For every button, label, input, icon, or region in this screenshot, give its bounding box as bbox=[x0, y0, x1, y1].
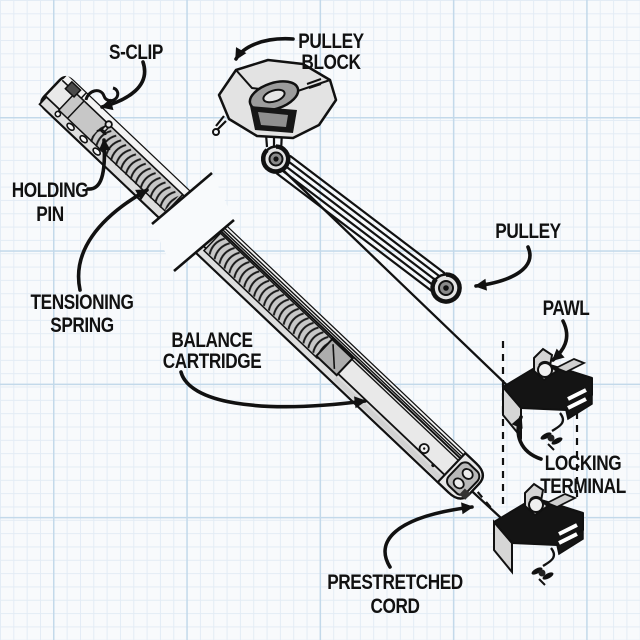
balance-cartridge-label-line1: BALANCE bbox=[171, 330, 253, 353]
tensioning-spring-coils-lower bbox=[206, 234, 333, 356]
rivet-dot bbox=[431, 463, 435, 468]
mounting-holes bbox=[54, 110, 102, 156]
label-locking-terminal: LOCKING TERMINAL bbox=[540, 453, 627, 499]
label-pawl: PAWL bbox=[543, 298, 591, 321]
channel-near-face bbox=[62, 75, 466, 459]
label-tensioning-spring: TENSIONING SPRING bbox=[31, 292, 134, 338]
balance-cartridge-label-line2: CARTRIDGE bbox=[163, 351, 262, 374]
prestretched-cord-label-line1: PRESTRETCHED bbox=[327, 572, 463, 595]
locking-terminal-label-line2: TERMINAL bbox=[540, 476, 626, 499]
break-marks bbox=[151, 172, 235, 272]
label-balance-cartridge: BALANCE CARTRIDGE bbox=[163, 330, 263, 374]
label-s-clip: S-CLIP bbox=[109, 42, 164, 65]
pulley-block-label-line1: PULLEY bbox=[298, 31, 364, 54]
holding-pin-arrow bbox=[86, 138, 111, 191]
locking-terminal-arrow bbox=[511, 415, 543, 461]
locking-terminal-label-line1: LOCKING bbox=[545, 453, 621, 476]
pawl-drawing bbox=[533, 347, 559, 382]
terminal-cord bbox=[282, 169, 514, 392]
terminal-slots bbox=[567, 388, 587, 410]
callout-arrows bbox=[76, 36, 569, 569]
pulley-upper-drawing bbox=[261, 144, 291, 174]
holding-pin-label-line1: HOLDING bbox=[12, 180, 88, 203]
tip-notch bbox=[64, 80, 82, 99]
pulley-lower-drawing bbox=[430, 272, 462, 304]
assembly-dashed-lines bbox=[460, 341, 579, 510]
locking-terminal-lower-drawing bbox=[492, 482, 585, 587]
pulley-block-drawing bbox=[212, 58, 338, 140]
holding-pin-label-line2: PIN bbox=[36, 204, 63, 227]
label-pulley-block: PULLEY BLOCK bbox=[298, 31, 364, 75]
pawl-arrow bbox=[551, 319, 569, 362]
label-pulley: PULLEY bbox=[495, 221, 561, 244]
pawl-label: PAWL bbox=[543, 298, 590, 321]
tensioning-spring-arrow bbox=[76, 188, 149, 292]
wire-clip-loop bbox=[212, 128, 220, 136]
balance-cartridge-arrow bbox=[179, 370, 367, 409]
screw-dot bbox=[422, 447, 426, 450]
holding-pin-drawing bbox=[96, 120, 113, 136]
prestretched-cord-label-line2: CORD bbox=[370, 596, 420, 619]
label-holding-pin: HOLDING PIN bbox=[12, 180, 89, 227]
tensioning-spring-label-line2: SPRING bbox=[50, 315, 114, 338]
knotted-cord-end bbox=[540, 412, 565, 451]
prestretched-cord-arrow bbox=[383, 502, 474, 569]
end-cap bbox=[436, 451, 484, 500]
tensioning-spring-coils-upper bbox=[88, 123, 180, 212]
pulley-arrow bbox=[474, 245, 532, 291]
balance-cartridge-drawing bbox=[38, 75, 484, 500]
spring-fitting bbox=[314, 337, 354, 377]
wire-clip bbox=[215, 115, 227, 131]
locking-terminal-upper-drawing bbox=[502, 347, 593, 451]
tensioning-spring-label-line1: TENSIONING bbox=[31, 292, 134, 315]
cord-loop bbox=[264, 130, 447, 293]
pulley-label: PULLEY bbox=[495, 221, 561, 244]
s-clip-arrow bbox=[100, 60, 147, 111]
extrusion-lines bbox=[221, 227, 465, 463]
label-prestretched-cord: PRESTRETCHED CORD bbox=[327, 572, 464, 619]
s-clip-label: S-CLIP bbox=[109, 42, 164, 65]
pulley-block-arrow bbox=[234, 36, 295, 61]
pulley-block-label-line2: BLOCK bbox=[301, 52, 361, 75]
